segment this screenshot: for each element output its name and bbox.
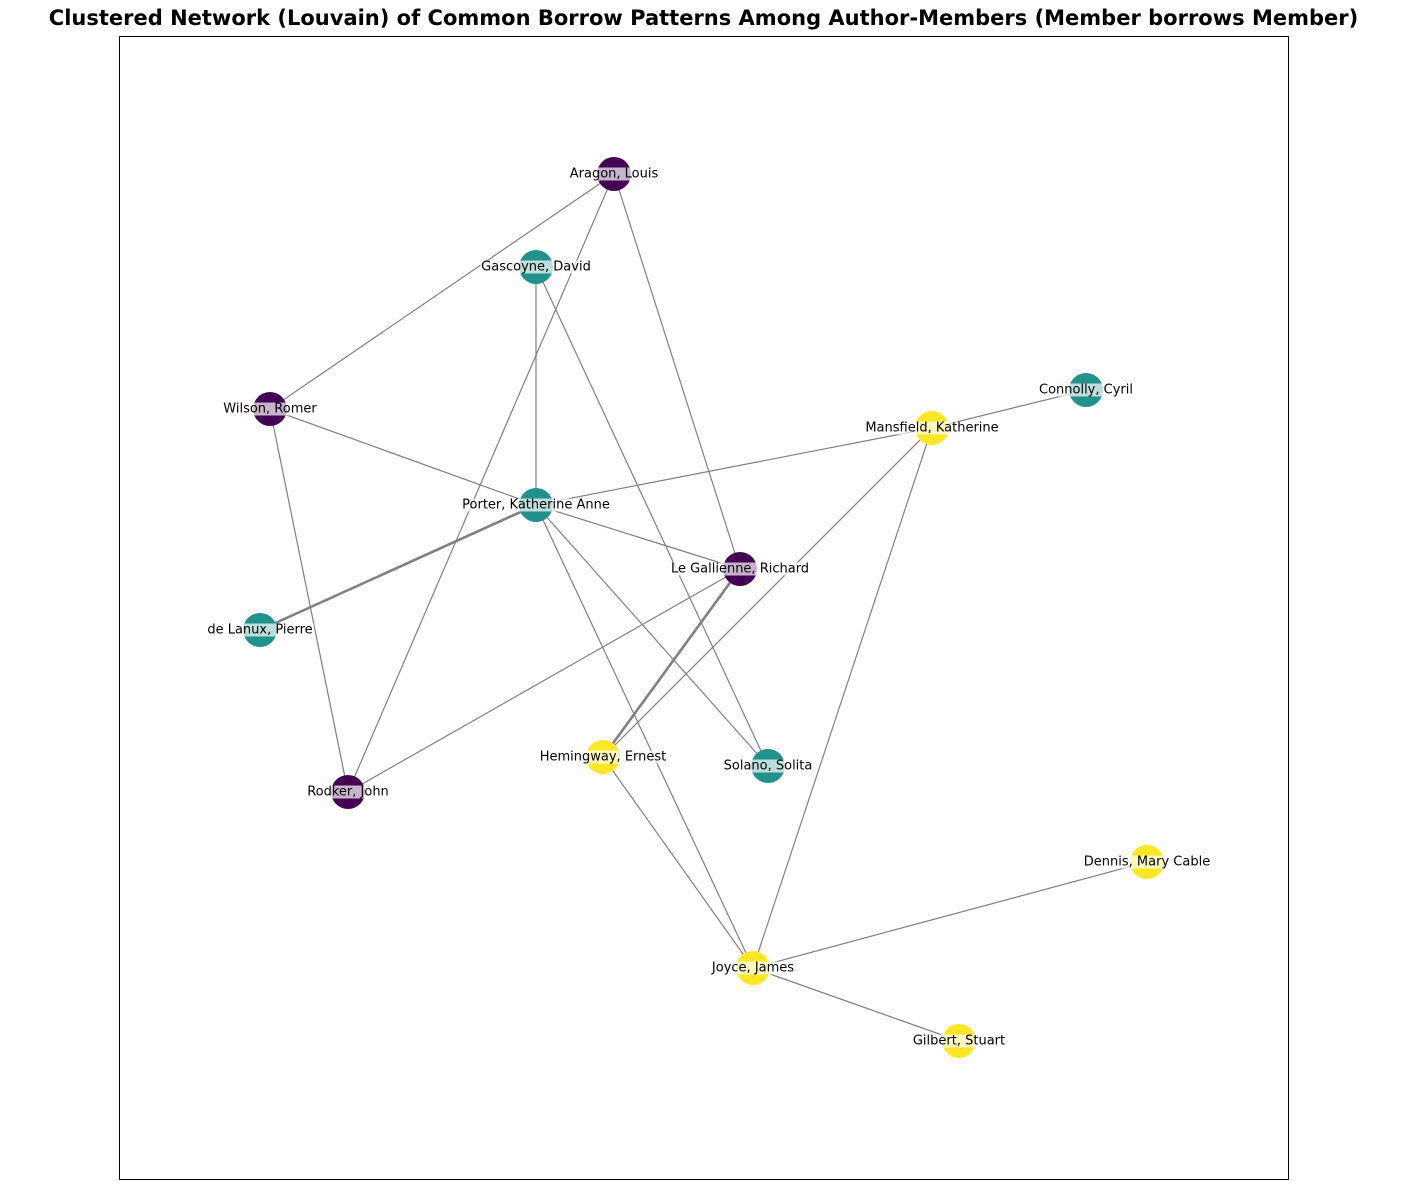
- node-label-legallienne: Le Gallienne, Richard: [671, 562, 809, 577]
- node-label-bg-wilson: [222, 402, 319, 416]
- node-label-bg-gascoyne: [480, 260, 592, 274]
- node-label-dennis: Dennis, Mary Cable: [1084, 855, 1210, 870]
- node-label-delanux: de Lanux, Pierre: [207, 623, 312, 638]
- edge-mansfield-hemingway: [602, 427, 933, 758]
- node-label-bg-legallienne: [669, 562, 811, 576]
- node-label-bg-rodker: [306, 785, 390, 799]
- node-label-bg-hemingway: [538, 750, 668, 764]
- node-label-hemingway: Hemingway, Ernest: [540, 750, 667, 765]
- node-label-bg-delanux: [206, 623, 314, 637]
- edge-legallienne-rodker: [347, 568, 741, 793]
- edge-porter-legallienne: [535, 504, 741, 570]
- node-label-connolly: Connolly, Cyril: [1039, 383, 1133, 398]
- edge-wilson-rodker: [269, 408, 349, 793]
- node-label-aragon: Aragon, Louis: [570, 167, 659, 182]
- node-label-gilbert: Gilbert, Stuart: [913, 1034, 1005, 1049]
- node-label-bg-solano: [722, 759, 814, 773]
- edge-legallienne-hemingway: [601, 568, 742, 758]
- edge-layer: [259, 173, 1148, 1042]
- edge-porter-mansfield: [535, 427, 933, 506]
- edge-joyce-gilbert: [752, 967, 960, 1042]
- edge-hemingway-joyce: [602, 756, 754, 969]
- edge-porter-joyce: [535, 504, 754, 969]
- node-label-bg-porter: [461, 498, 611, 512]
- edge-porter-delanux: [259, 503, 537, 632]
- node-label-bg-gilbert: [911, 1034, 1007, 1048]
- node-label-bg-joyce: [709, 961, 796, 975]
- edge-porter-solano: [535, 504, 769, 767]
- node-layer: [243, 157, 1164, 1058]
- edge-gascoyne-solano: [535, 266, 769, 767]
- edge-mansfield-joyce: [752, 427, 933, 969]
- node-label-porter: Porter, Katherine Anne: [462, 498, 610, 513]
- chart-title: Clustered Network (Louvain) of Common Bo…: [48, 6, 1359, 30]
- node-label-solano: Solano, Solita: [724, 759, 813, 774]
- edge-wilson-porter: [269, 408, 537, 506]
- edge-joyce-dennis: [752, 861, 1148, 969]
- node-label-bg-aragon: [568, 167, 660, 181]
- node-label-joyce: Joyce, James: [711, 961, 794, 976]
- edge-aragon-legallienne: [613, 173, 741, 570]
- edge-aragon-wilson: [269, 173, 615, 410]
- node-label-gascoyne: Gascoyne, David: [481, 260, 591, 275]
- node-label-bg-connolly: [1038, 383, 1134, 397]
- node-label-wilson: Wilson, Romer: [223, 402, 317, 417]
- edge-aragon-rodker: [347, 173, 615, 793]
- node-label-bg-mansfield: [864, 421, 1000, 435]
- node-label-bg-dennis: [1082, 855, 1212, 869]
- plot-frame: [119, 36, 1289, 1180]
- node-label-mansfield: Mansfield, Katherine: [865, 421, 998, 436]
- node-label-rodker: Rodker, John: [307, 785, 389, 800]
